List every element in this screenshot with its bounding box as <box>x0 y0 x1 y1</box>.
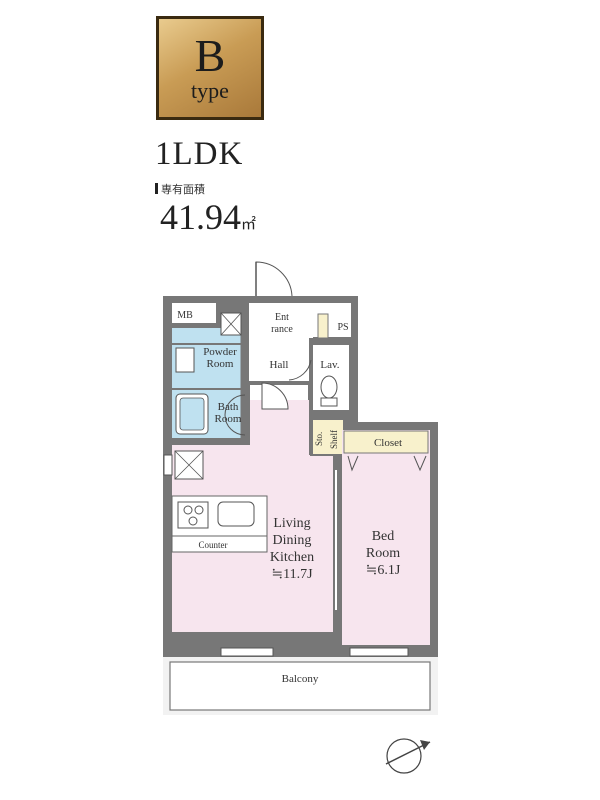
mb-label: MB <box>177 310 193 321</box>
hall-label: Hall <box>270 359 289 371</box>
toilet-icon <box>320 375 338 399</box>
shelf-label: Shelf <box>329 430 339 449</box>
bath-label-2: Room <box>215 413 242 425</box>
stove-icon <box>177 501 209 529</box>
ps-label: PS <box>337 322 348 333</box>
storage-area <box>313 420 343 454</box>
entrance-label-2: rance <box>271 324 293 335</box>
bed-size: ≒6.1J <box>366 563 401 578</box>
type-word: type <box>191 78 229 103</box>
compass-icon <box>385 738 431 774</box>
window <box>163 454 173 476</box>
area-value-block: 41.94㎡ <box>160 196 256 238</box>
hall-door <box>261 382 289 410</box>
closet-door <box>413 455 427 472</box>
counter <box>171 535 268 553</box>
entrance-door <box>255 261 293 297</box>
area-value: 41.94 <box>160 197 241 237</box>
ldk-size: ≒11.7J <box>271 567 313 582</box>
shoe-shelf <box>317 313 329 339</box>
bath-door <box>224 394 246 436</box>
entrance-label-1: Ent <box>275 312 289 323</box>
bed-label-1: Bed <box>372 529 395 544</box>
ldk-label-2: Dining <box>273 533 312 548</box>
type-badge: B type <box>156 16 264 120</box>
counter-label: Counter <box>199 540 228 550</box>
area-label: 専有面積 <box>155 181 205 197</box>
type-letter: B <box>194 30 226 81</box>
mb-area <box>172 303 216 323</box>
bedroom-area <box>342 430 430 645</box>
window <box>349 647 409 657</box>
powder-label-2: Room <box>207 358 234 370</box>
closet-area <box>343 430 429 454</box>
bathtub-basin <box>179 397 205 431</box>
hall-area <box>249 303 313 383</box>
lav-label: Lav. <box>320 359 339 371</box>
balcony-outline <box>169 661 431 711</box>
ldk-label-1: Living <box>273 516 310 531</box>
ldk-label-3: Kitchen <box>270 550 314 565</box>
balcony-label: Balcony <box>282 673 319 685</box>
lav-door <box>288 359 312 381</box>
bed-label-2: Room <box>366 546 400 561</box>
closet-door <box>347 455 359 472</box>
sink-icon <box>175 347 195 373</box>
area-label-text: 専有面積 <box>161 184 205 196</box>
bath-label-1: Bath <box>218 401 239 413</box>
powder-label-1: Powder <box>203 346 237 358</box>
closet-label: Closet <box>374 437 402 449</box>
storage-label: Sto. <box>314 432 324 446</box>
layout-title: 1LDK <box>155 136 244 172</box>
sink-icon <box>217 501 255 527</box>
window <box>220 647 274 657</box>
area-unit: ㎡ <box>241 217 257 233</box>
